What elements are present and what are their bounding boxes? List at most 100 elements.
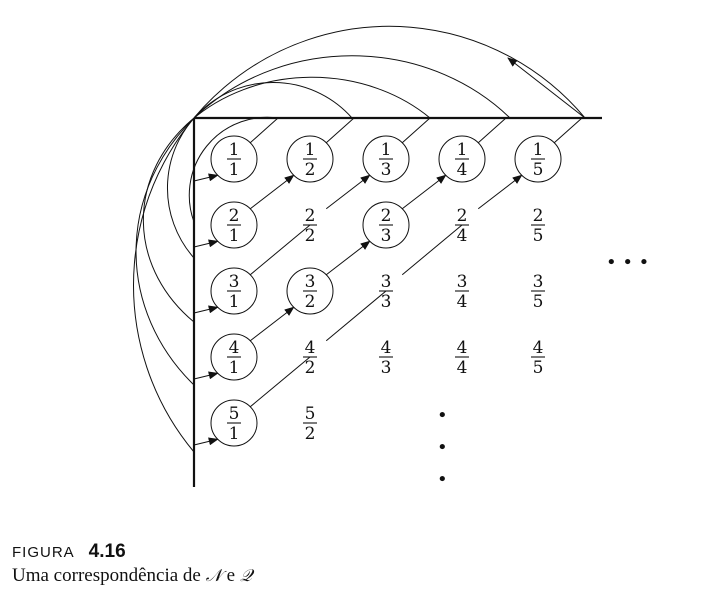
ellipsis-right-text: • • • [606,252,649,273]
correspondence-diagram: 1112131415212223242531323334354142434445… [133,25,649,490]
fraction-2-1: 21 [210,201,258,249]
fraction-numerator: 4 [457,338,468,358]
fraction-numerator: 4 [381,338,392,358]
fraction-denominator: 2 [305,424,316,444]
fraction-grid: 1112131415212223242531323334354142434445… [210,135,562,447]
fraction-4-3: 43 [379,338,393,378]
fraction-2-5: 25 [531,206,545,246]
diagonal-segment [249,174,295,210]
ellipsis-down-dot: • [437,469,448,490]
fraction-numerator: 4 [305,338,316,358]
return-arc [135,55,511,386]
fraction-numerator: 3 [381,272,392,292]
fraction-denominator: 3 [381,160,392,180]
diagonal-segment [249,356,311,408]
fraction-1-5: 15 [514,135,562,183]
diagonal-segment [477,174,523,210]
fraction-numerator: 1 [229,140,240,160]
fraction-5-2: 52 [303,404,317,444]
diagonal-paths [193,57,586,446]
fraction-1-4: 14 [438,135,486,183]
fraction-numerator: 2 [381,206,392,226]
return-arc [188,116,279,223]
fraction-denominator: 2 [305,160,316,180]
fraction-1-1: 11 [210,135,258,183]
fraction-denominator: 4 [457,160,468,180]
return-arc [166,82,353,259]
fraction-denominator: 5 [533,292,544,312]
diagonal-segment [325,290,387,342]
fraction-denominator: 1 [229,160,240,180]
fraction-numerator: 4 [229,338,240,358]
caption-text-mid: e [221,565,240,586]
diagonal-segment [193,305,219,314]
fraction-numerator: 1 [457,140,468,160]
fraction-3-4: 34 [455,272,469,312]
diagonal-segment [193,371,219,380]
fraction-3-3: 33 [379,272,393,312]
diagonal-segment [553,117,583,144]
fraction-denominator: 1 [229,226,240,246]
fraction-numerator: 5 [305,404,316,424]
fraction-numerator: 5 [229,404,240,424]
ellipsis-down-dot: • [437,405,448,426]
diagonal-segment [193,239,219,248]
diagonal-segment [401,224,463,276]
caption-symbol-n: 𝒩 [205,566,222,586]
fraction-2-4: 24 [455,206,469,246]
fraction-denominator: 3 [381,358,392,378]
caption-number: 4.16 [88,541,126,562]
fraction-denominator: 2 [305,226,316,246]
fraction-3-1: 31 [210,267,258,315]
fraction-numerator: 1 [305,140,316,160]
diagonal-segment [325,240,371,276]
fraction-1-3: 13 [362,135,410,183]
fraction-4-2: 42 [303,338,317,378]
fraction-2-3: 23 [362,201,410,249]
caption-label: FIGURA [12,544,75,561]
fraction-5-1: 51 [210,399,258,447]
return-arc [133,25,586,453]
fraction-numerator: 3 [533,272,544,292]
diagonal-segment [193,173,219,182]
fraction-numerator: 3 [229,272,240,292]
fraction-denominator: 5 [533,358,544,378]
fraction-denominator: 5 [533,226,544,246]
diagonal-segment [477,117,507,144]
diagonal-segment [325,117,355,144]
fraction-numerator: 2 [229,206,240,226]
ellipsis-right: • • • [606,252,649,273]
fraction-denominator: 1 [229,358,240,378]
fraction-denominator: 1 [229,292,240,312]
diagonal-segment [193,437,219,446]
fraction-denominator: 2 [305,358,316,378]
fraction-numerator: 4 [533,338,544,358]
fraction-4-4: 44 [455,338,469,378]
diagonal-segment [325,174,371,210]
fraction-numerator: 2 [457,206,468,226]
fraction-numerator: 2 [305,206,316,226]
fraction-denominator: 3 [381,292,392,312]
fraction-numerator: 1 [381,140,392,160]
fraction-4-5: 45 [531,338,545,378]
ellipsis-down: • • • [437,405,448,490]
ellipsis-down-dot: • [437,437,448,458]
diagonal-segment [249,306,295,342]
fraction-denominator: 4 [457,226,468,246]
fraction-denominator: 2 [305,292,316,312]
caption-symbol-q: 𝒬 [239,566,253,586]
fraction-4-1: 41 [210,333,258,381]
fraction-2-2: 22 [303,206,317,246]
fraction-numerator: 3 [457,272,468,292]
diagonal-segment [401,117,431,144]
fraction-numerator: 1 [533,140,544,160]
return-arcs [133,25,586,453]
fraction-3-5: 35 [531,272,545,312]
diagonal-segment [249,117,279,144]
diagonal-segment [507,57,586,119]
fraction-numerator: 3 [305,272,316,292]
fraction-denominator: 4 [457,292,468,312]
fraction-denominator: 5 [533,160,544,180]
fraction-denominator: 3 [381,226,392,246]
